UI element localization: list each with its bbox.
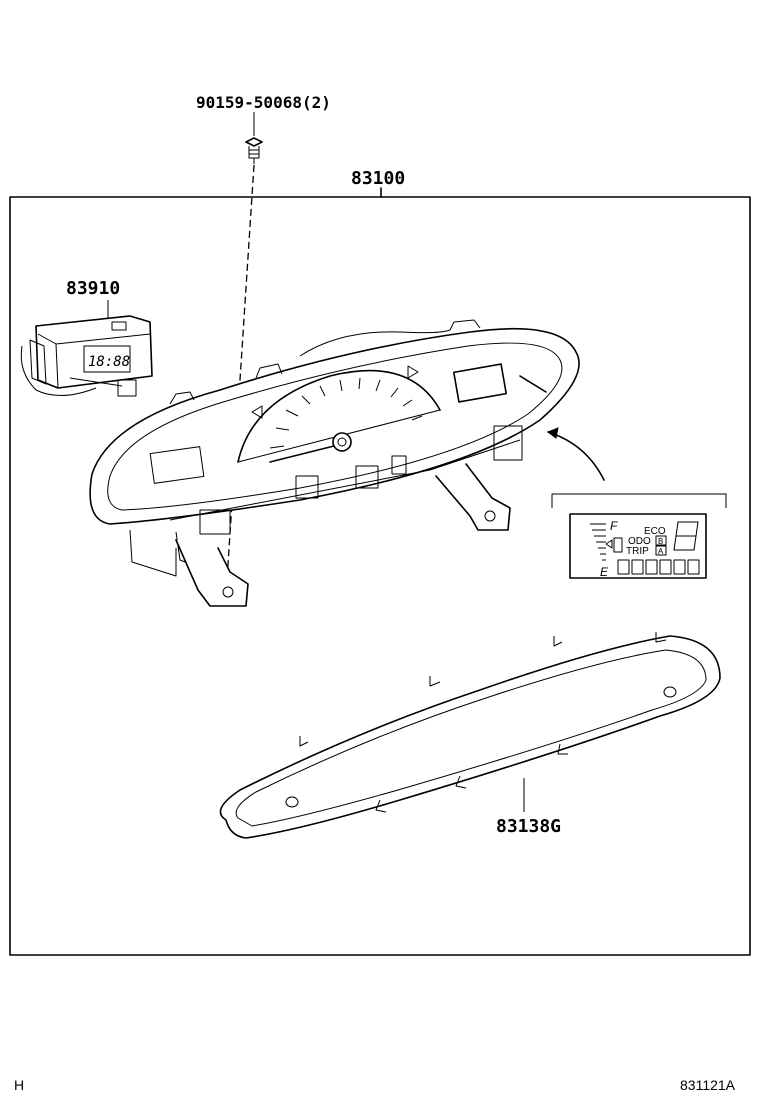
meter-lens bbox=[219, 632, 721, 839]
trip-b-label: B bbox=[658, 537, 663, 546]
odo-label: ODO bbox=[628, 536, 651, 547]
inset-display-detail: F E ECO ODO TRIP B A bbox=[551, 493, 727, 579]
fuel-pump-icon bbox=[605, 537, 623, 553]
inset-pointer-arrow bbox=[547, 431, 605, 481]
fuel-full-label: F bbox=[610, 519, 618, 533]
screw-leader bbox=[225, 164, 255, 596]
trip-a-label: A bbox=[658, 547, 664, 556]
clock-display-text: 18:88 bbox=[88, 354, 130, 370]
label-83100: 83100 bbox=[351, 168, 405, 189]
label-83138G: 83138G bbox=[496, 816, 561, 837]
clock-module: 18:88 bbox=[20, 300, 153, 397]
fuel-empty-label: E bbox=[600, 565, 609, 579]
trip-label: TRIP bbox=[626, 546, 649, 557]
footer-figure-number: 831121A bbox=[680, 1077, 736, 1093]
assembly-frame bbox=[9, 196, 751, 956]
label-screw: 90159-50068(2) bbox=[196, 93, 331, 112]
combination-meter bbox=[89, 319, 580, 607]
eco-label: ECO bbox=[644, 526, 666, 537]
footer-left-code: H bbox=[14, 1077, 24, 1093]
label-83910: 83910 bbox=[66, 278, 120, 299]
screw-icon bbox=[245, 112, 263, 164]
